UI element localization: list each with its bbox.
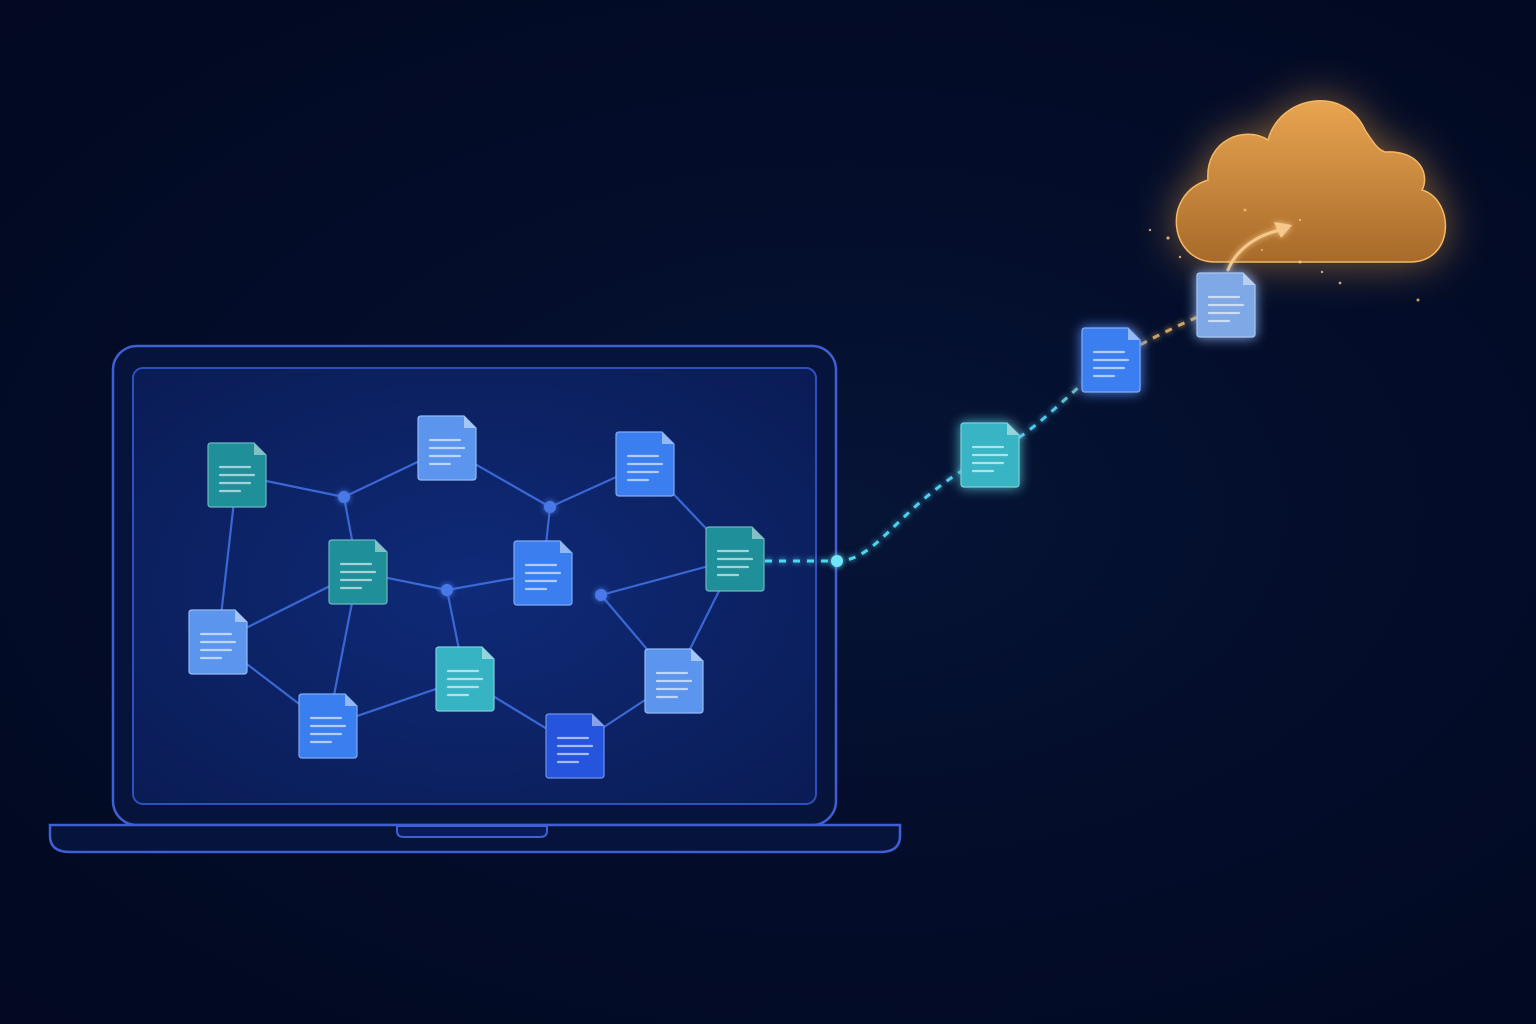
document-fold [345, 694, 357, 706]
document-icon [513, 540, 573, 606]
document-fold [592, 714, 604, 726]
document-fold [254, 443, 266, 455]
document-fold [235, 610, 247, 622]
document-icon [417, 415, 477, 481]
document-icon [328, 539, 388, 605]
document-fold [1007, 423, 1019, 435]
document-fold [1128, 328, 1140, 340]
document-fold [375, 540, 387, 552]
document-fold [464, 416, 476, 428]
cloud-body [1175, 100, 1446, 263]
transfer-path [765, 303, 1226, 567]
document-icon [705, 526, 765, 592]
document-icon [298, 693, 358, 759]
transfer-document-icon [960, 422, 1020, 488]
transfer-document-icon [1081, 327, 1141, 393]
network-junction [441, 584, 453, 596]
document-fold [691, 649, 703, 661]
network-junctions [338, 491, 607, 601]
laptop-trackpad-notch [396, 825, 548, 838]
document-icon [615, 431, 675, 497]
cloud-sparkles [1148, 208, 1420, 302]
network-junction [595, 589, 607, 601]
document-fold [1243, 273, 1255, 285]
upload-arrow-icon [1226, 222, 1292, 272]
transfer-exit-node [831, 555, 843, 567]
document-icon [545, 713, 605, 779]
document-fold [560, 541, 572, 553]
document-icon [188, 609, 248, 675]
document-icon [644, 648, 704, 714]
document-icon [435, 646, 495, 712]
document-fold [752, 527, 764, 539]
network-junction [338, 491, 350, 503]
network-junction [544, 501, 556, 513]
transfer-document-icon [1196, 272, 1256, 338]
laptop-base [48, 823, 902, 854]
laptop-icon [48, 344, 902, 854]
cloud-icon [1148, 100, 1446, 302]
document-fold [482, 647, 494, 659]
document-icon [207, 442, 267, 508]
document-fold [662, 432, 674, 444]
documents-layer [188, 272, 1256, 779]
